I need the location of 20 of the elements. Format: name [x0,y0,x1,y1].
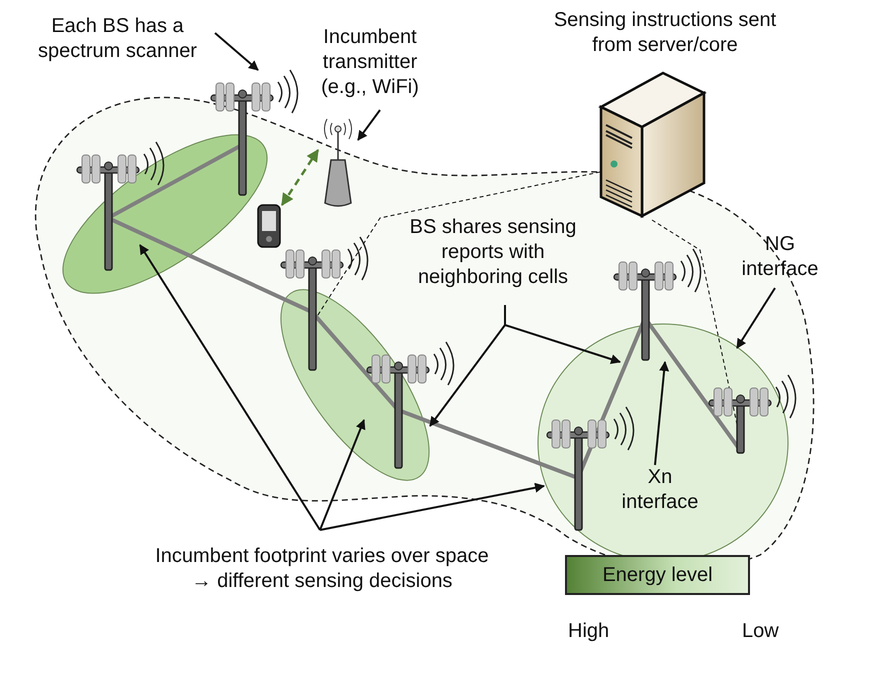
dashed-link [280,148,320,206]
annotation-text: Incumbent footprint varies over space → different sensing decisions [148,530,496,610]
legend-title: Energy level [602,564,713,586]
annotation-text: Each BS has a spectrum scanner [20,14,215,84]
arrow [214,32,259,71]
dashed-link [316,172,600,318]
arrow [429,305,506,427]
arrow [320,482,545,531]
arrow [654,361,670,466]
annotation-text: Sensing instructions sent from server/core [545,8,785,80]
annotation-text: Incumbent transmitter (e.g., WiFi) [305,15,435,110]
scale-label: Low [742,620,779,643]
scale-label: High [568,620,610,643]
arrow [319,419,366,530]
annotation-text: NG interface [735,232,825,288]
arrow [736,287,776,349]
annotation-text: Xn interface [610,465,710,537]
annotation-text: BS shares sensing reports with neighboring cells [393,215,593,305]
arrow [139,244,321,531]
arrow [357,109,381,141]
